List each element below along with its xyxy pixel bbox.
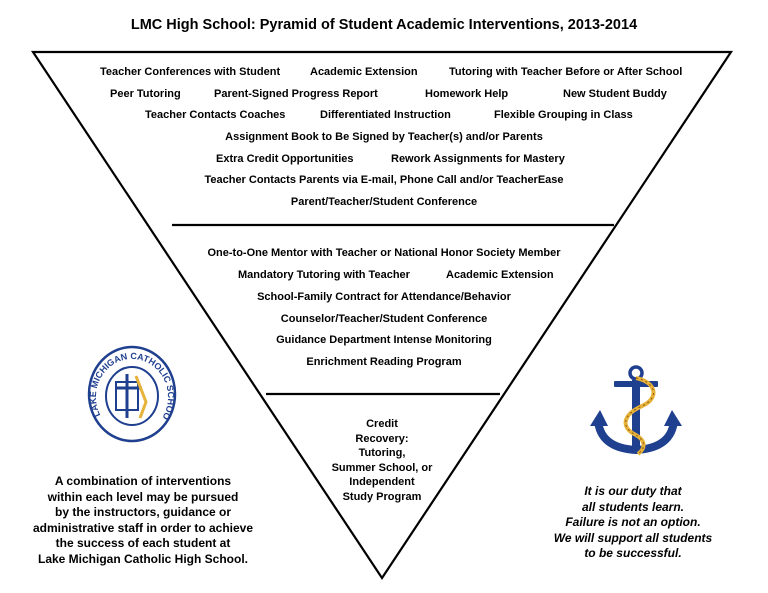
tier2-row: School-Family Contract for Attendance/Be… — [0, 291, 768, 303]
tier3-line: Independent — [349, 476, 415, 488]
tier1-item: Assignment Book to Be Signed by Teacher(… — [225, 131, 543, 143]
tier3-line: Tutoring, — [358, 447, 406, 459]
tier1-item: Homework Help — [425, 88, 509, 100]
right-note-line: We will support all students — [553, 530, 713, 545]
tier1-row: Parent/Teacher/Student Conference — [0, 196, 768, 208]
tier2-item: School-Family Contract for Attendance/Be… — [257, 291, 511, 303]
tier2-item: One-to-One Mentor with Teacher or Nation… — [207, 247, 561, 259]
tier3-line: Study Program — [342, 490, 422, 503]
tier1-item: Extra Credit Opportunities — [216, 153, 354, 165]
left-note-line: by the instructors, guidance or — [54, 505, 232, 519]
tier2-item: Enrichment Reading Program — [306, 356, 462, 368]
tier3-text: Credit Recovery: Tutoring, Summer School… — [322, 417, 442, 504]
left-note-line: administrative staff in order to achieve — [32, 520, 254, 535]
tier1-item: New Student Buddy — [563, 88, 667, 100]
tier3-line: Recovery: — [355, 432, 409, 445]
left-note-line: within each level may be pursued — [47, 489, 239, 504]
tier1-row: Assignment Book to Be Signed by Teacher(… — [0, 131, 768, 143]
tier1-item: Flexible Grouping in Class — [494, 109, 633, 121]
tier2-row: Guidance Department Intense Monitoring — [0, 334, 768, 346]
tier2-item: Guidance Department Intense Monitoring — [276, 334, 492, 346]
tier1-item: Teacher Contacts Coaches — [145, 109, 286, 121]
tier3-line: Summer School, or — [331, 461, 433, 474]
right-note-line: It is our duty that — [584, 484, 682, 498]
left-note-line: the success of each student at — [55, 536, 231, 550]
school-seal-logo: LAKE MICHIGAN CATHOLIC SCHOOLS — [86, 344, 177, 443]
anchor-icon — [590, 365, 682, 456]
tier3-line: Credit — [366, 418, 398, 430]
left-note-line: Lake Michigan Catholic High School. — [37, 551, 249, 566]
tier1-row: Teacher Contacts Parents via E-mail, Pho… — [0, 174, 768, 186]
left-note: A combination of interventions within ea… — [18, 474, 268, 567]
tier2-item: Counselor/Teacher/Student Conference — [280, 313, 488, 325]
tier1-item: Academic Extension — [310, 66, 418, 78]
left-note-line: A combination of interventions — [54, 474, 232, 488]
tier1-item: Rework Assignments for Mastery — [391, 153, 565, 165]
page-title: LMC High School: Pyramid of Student Acad… — [130, 17, 638, 33]
right-note: It is our duty that all students learn. … — [520, 484, 746, 562]
tier1-item: Tutoring with Teacher Before or After Sc… — [449, 66, 683, 78]
right-note-line: all students learn. — [581, 499, 685, 514]
tier1-item: Teacher Contacts Parents via E-mail, Pho… — [204, 174, 564, 186]
tier2-item: Academic Extension — [446, 269, 554, 281]
tier1-item: Parent/Teacher/Student Conference — [290, 196, 478, 208]
tier1-item: Peer Tutoring — [110, 88, 181, 100]
right-note-line: to be successful. — [584, 546, 682, 560]
tier2-row: Counselor/Teacher/Student Conference — [0, 313, 768, 325]
pyramid-outline — [30, 50, 734, 580]
tier1-item: Differentiated Instruction — [320, 109, 451, 121]
tier2-item: Mandatory Tutoring with Teacher — [238, 269, 410, 281]
right-note-line: Failure is not an option. — [565, 515, 701, 529]
tier2-row: One-to-One Mentor with Teacher or Nation… — [0, 247, 768, 259]
tier1-item: Parent-Signed Progress Report — [214, 88, 378, 100]
tier2-row: Enrichment Reading Program — [0, 356, 768, 368]
tier1-item: Teacher Conferences with Student — [100, 66, 281, 78]
